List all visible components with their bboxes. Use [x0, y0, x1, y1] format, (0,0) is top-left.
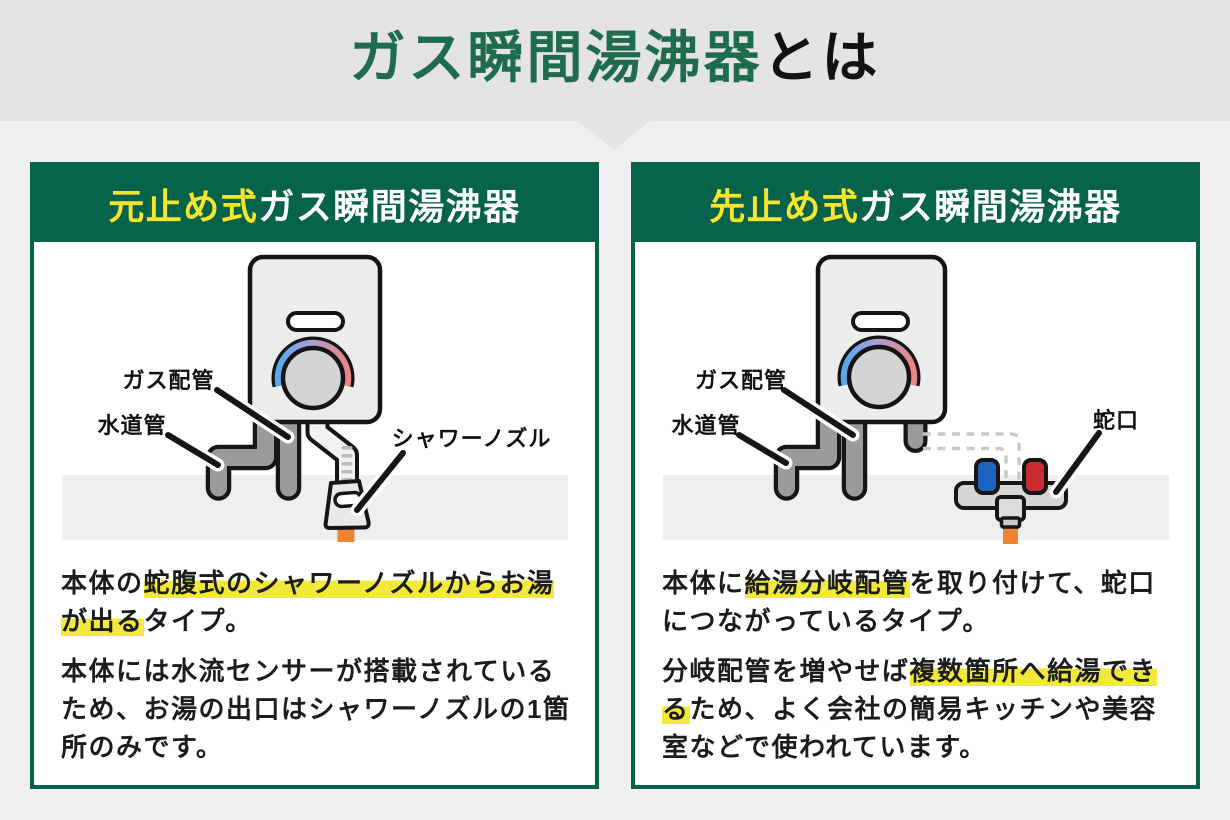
card-sakidome-header: 先止め式ガス瞬間湯沸器: [635, 166, 1196, 242]
header-notch-triangle: [578, 121, 650, 150]
text-segment: を取り付けて、蛇口につながっているタイプ。: [662, 568, 1156, 636]
shower-nozzle-label: シャワーノズル: [392, 426, 552, 451]
water-pipe-label: 水道管: [671, 413, 740, 438]
page-header: ガス瞬間湯沸器とは: [0, 0, 1230, 121]
text-segment: 本体には水流センサーが搭載されているため、お湯の出口はシャワーノズルの1箇所のみ…: [61, 656, 571, 762]
card-motodome-header-rest: ガス瞬間湯沸器: [258, 186, 521, 227]
cold-water-knob: [974, 458, 1000, 495]
control-dial: [846, 344, 912, 410]
sakidome-diagram: ガス配管 水道管 蛇口: [663, 254, 1169, 544]
card-motodome-paragraph-2: 本体には水流センサーが搭載されているため、お湯の出口はシャワーノズルの1箇所のみ…: [61, 652, 575, 766]
card-motodome-text: 本体の蛇腹式のシャワーノズルからお湯が出るタイプ。 本体には水流センサーが搭載さ…: [34, 550, 595, 766]
water-pipe-label: 水道管: [97, 413, 166, 438]
card-sakidome-text: 本体に給湯分岐配管を取り付けて、蛇口につながっているタイプ。 分岐配管を増やせば…: [635, 550, 1196, 766]
card-sakidome-header-keyword: 先止め式: [709, 186, 860, 227]
dial-temperature-arc: [274, 339, 352, 387]
dial-temperature-arc: [840, 338, 918, 386]
hot-water-knob: [1022, 458, 1048, 495]
card-motodome-header-keyword: 元止め式: [108, 186, 259, 227]
text-segment: 分岐配管を増やせば: [662, 656, 910, 686]
water-pipe: [778, 391, 837, 497]
text-segment: タイプ。: [143, 606, 253, 636]
gas-pipe-label: ガス配管: [695, 368, 787, 393]
card-sakidome: 先止め式ガス瞬間湯沸器: [631, 162, 1200, 789]
gas-pipe-label: ガス配管: [122, 368, 214, 393]
card-motodome-header: 元止め式ガス瞬間湯沸器: [34, 166, 595, 242]
heater-vent-window: [286, 311, 345, 332]
heater-vent-window: [851, 311, 910, 332]
motodome-diagram: ガス配管 水道管 シャワーノズル: [62, 254, 568, 542]
page-title-suffix: とは: [762, 26, 881, 89]
card-motodome-paragraph-1: 本体の蛇腹式のシャワーノズルからお湯が出るタイプ。: [61, 564, 575, 640]
text-segment: 本体の: [61, 568, 144, 598]
dashed-branch-pipe: [923, 432, 1021, 483]
wall-band: [663, 475, 1169, 540]
text-segment: ため、よく会社の簡易キッチンや美容室などで使われています。: [662, 694, 1158, 762]
control-dial: [280, 345, 346, 411]
leader-lines: [732, 383, 1106, 499]
card-sakidome-paragraph-2: 分岐配管を増やせば複数箇所へ給湯できるため、よく会社の簡易キッチンや美容室などで…: [662, 652, 1176, 766]
faucet-label: 蛇口: [1093, 408, 1139, 433]
page-title: ガス瞬間湯沸器とは: [350, 13, 881, 94]
card-row: 元止め式ガス瞬間湯沸器: [30, 162, 1200, 789]
leader-lines: [161, 383, 410, 517]
card-sakidome-header-rest: ガス瞬間湯沸器: [859, 186, 1122, 227]
card-motodome: 元止め式ガス瞬間湯沸器: [30, 162, 599, 789]
faucet-spout-collar: [999, 516, 1022, 529]
text-segment: 本体に: [662, 568, 745, 598]
highlighted-text-segment: 給湯分岐配管: [744, 568, 910, 598]
page-title-keyword: ガス瞬間湯沸器: [349, 26, 763, 89]
wall-band: [62, 475, 568, 540]
card-sakidome-paragraph-1: 本体に給湯分岐配管を取り付けて、蛇口につながっているタイプ。: [662, 564, 1176, 640]
